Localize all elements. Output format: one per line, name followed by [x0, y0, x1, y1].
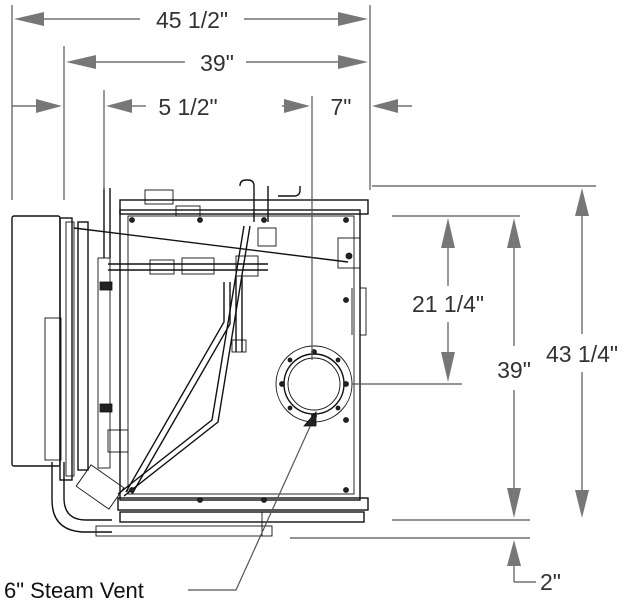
inner-depth-label: 39"	[497, 357, 531, 383]
left-offset-label: 5 1/2"	[158, 94, 217, 120]
steam-vent	[188, 345, 353, 591]
machine-outline	[11, 179, 369, 537]
dimension-bottom-offset: 2"	[290, 537, 561, 595]
right-offset-label: 7"	[331, 94, 352, 120]
dimension-inner-depth: 39"	[392, 218, 531, 521]
dimension-left-offset: 5 1/2"	[106, 94, 218, 120]
inner-width-label: 39"	[200, 50, 234, 76]
overall-width-label: 45 1/2"	[156, 7, 228, 33]
dimension-vent-offset: 21 1/4"	[352, 215, 520, 385]
bottom-offset-label: 2"	[540, 569, 561, 595]
dimension-left-offset-arrows	[12, 90, 105, 190]
vent-offset-label: 21 1/4"	[412, 291, 484, 317]
overall-depth-label: 43 1/4"	[546, 341, 618, 367]
dimension-overall-depth: 43 1/4"	[372, 185, 618, 518]
dimension-inner-width: 39"	[63, 46, 368, 200]
dimension-right-offset: 7"	[282, 94, 412, 360]
dimension-overall-width: 45 1/2"	[11, 5, 371, 200]
steam-vent-callout: 6" Steam Vent	[4, 578, 144, 603]
